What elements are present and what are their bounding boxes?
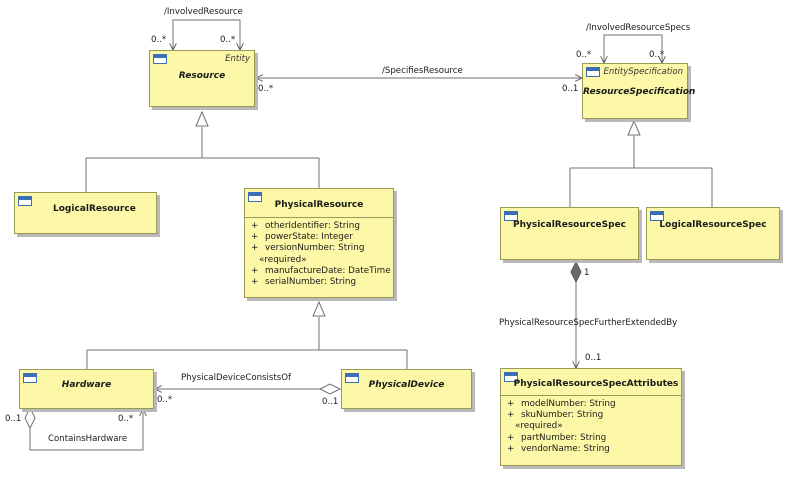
physical-device-consists-of-mult-device: 0..1 [322, 397, 339, 407]
contains-hardware-label: ContainsHardware [48, 434, 128, 444]
stereotype-group-label: «required» [259, 254, 307, 265]
contains-hardware-mult-part: 0..* [118, 414, 134, 424]
stereotype-label: EntitySpecification [603, 67, 683, 77]
class-icon [153, 54, 167, 64]
contains-hardware-line[interactable] [29, 409, 143, 451]
class-name: Hardware [61, 380, 112, 390]
further-extended-by-mult-part: 0..1 [585, 353, 602, 363]
attribute-row: +serialNumber: String [251, 277, 357, 288]
attribute-separator [501, 395, 681, 396]
physical-device-consists-of-label: PhysicalDeviceConsistsOf [181, 373, 292, 383]
involved-resource-specs-line[interactable] [604, 34, 662, 63]
attribute-row: +modelNumber: String [507, 399, 616, 409]
specifies-resource-label: /SpecifiesResource [382, 66, 463, 76]
contains-hardware-aggregation-diamond [24, 406, 36, 430]
class-icon [586, 67, 600, 77]
physical-device-aggregation-diamond [318, 383, 342, 395]
class-icon [345, 373, 359, 383]
attribute-row: +otherIdentifier: String [251, 221, 360, 231]
attribute-row: +skuNumber: String [507, 410, 604, 421]
class-physical-device[interactable]: PhysicalDevice [341, 369, 472, 409]
class-icon [18, 196, 32, 206]
class-name: PhysicalResource [274, 200, 364, 210]
class-resource-specification[interactable]: EntitySpecification ResourceSpecificatio… [582, 63, 696, 119]
stereotype-label: Entity [225, 54, 250, 64]
involved-resource-line[interactable] [173, 19, 240, 50]
class-name: Resource [178, 71, 226, 81]
class-icon [23, 373, 37, 383]
class-icon [504, 372, 518, 382]
involved-resource-mult-source: 0..* [151, 35, 167, 45]
further-extended-by-label: PhysicalResourceSpecFurtherExtendedBy [499, 318, 678, 328]
physical-resource-generalization-line[interactable] [86, 317, 408, 369]
class-physical-resource-spec-attributes[interactable]: PhysicalResourceSpecAttributes +modelNum… [500, 368, 682, 466]
stereotype-group-label: «required» [515, 421, 563, 432]
involved-resource-mult-target: 0..* [220, 35, 236, 45]
class-logical-resource[interactable]: LogicalResource [14, 192, 157, 234]
class-name: LogicalResourceSpec [659, 220, 767, 230]
specifies-resource-mult-resource: 0..* [258, 84, 274, 94]
class-hardware[interactable]: Hardware [19, 369, 154, 409]
resource-generalization-line[interactable] [85, 127, 320, 192]
attribute-list: +otherIdentifier: String +powerState: In… [251, 221, 391, 288]
class-name: PhysicalResourceSpecAttributes [513, 379, 679, 389]
attribute-separator [245, 217, 393, 218]
involved-resource-specs-mult-source: 0..* [576, 50, 592, 60]
physical-device-consists-of-mult-hardware: 0..* [157, 395, 173, 405]
specifies-resource-mult-spec: 0..1 [562, 84, 579, 94]
class-icon [504, 211, 518, 221]
class-logical-resource-spec[interactable]: LogicalResourceSpec [646, 207, 780, 260]
resource-generalization-arrow [195, 110, 209, 127]
attribute-row: +partNumber: String [507, 432, 607, 443]
involved-resource-specs-mult-target: 0..* [649, 50, 665, 60]
class-name: PhysicalResourceSpec [512, 220, 627, 230]
class-physical-resource-spec[interactable]: PhysicalResourceSpec [500, 207, 639, 260]
physical-resource-generalization-arrow [312, 300, 326, 317]
attribute-row: +versionNumber: String [251, 243, 365, 254]
attribute-row: +manufactureDate: DateTime [251, 265, 391, 276]
resource-specification-generalization-line[interactable] [569, 136, 713, 207]
further-extended-by-composition-diamond [570, 260, 582, 284]
class-name: ResourceSpecification [583, 87, 696, 97]
attribute-list: +modelNumber: String +skuNumber: String … [507, 399, 677, 455]
involved-resource-specs-label: /InvolvedResourceSpecs [586, 23, 691, 33]
attribute-row: +powerState: Integer [251, 232, 353, 243]
involved-resource-label: /InvolvedResource [164, 7, 243, 17]
further-extended-by-mult-whole: 1 [584, 268, 590, 278]
class-resource[interactable]: Entity Resource [149, 50, 255, 107]
contains-hardware-mult-whole: 0..1 [5, 414, 22, 424]
class-icon [248, 192, 262, 202]
class-name: PhysicalDevice [368, 380, 445, 390]
class-physical-resource[interactable]: PhysicalResource +otherIdentifier: Strin… [244, 188, 394, 298]
attribute-row: +vendorName: String [507, 443, 610, 454]
class-name: LogicalResource [53, 204, 136, 214]
resource-specification-generalization-arrow [627, 119, 641, 136]
class-icon [650, 211, 664, 221]
